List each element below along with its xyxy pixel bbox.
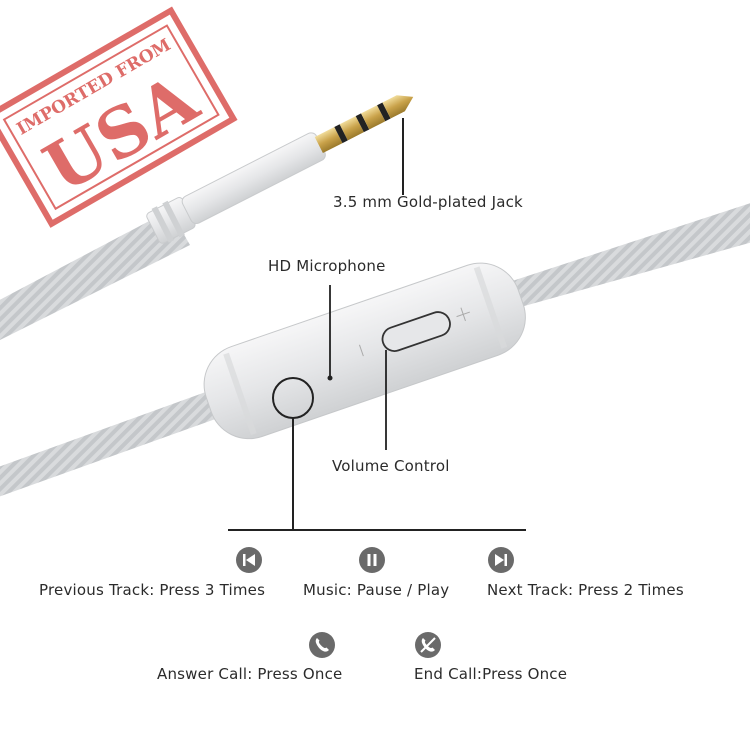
next-track-icon — [488, 547, 514, 573]
braided-cable-upper — [0, 210, 190, 340]
end-call-icon — [415, 632, 441, 658]
previous-track-icon — [236, 547, 262, 573]
pause-icon — [359, 547, 385, 573]
volume-label: Volume Control — [332, 457, 450, 475]
jack-label: 3.5 mm Gold-plated Jack — [333, 193, 523, 211]
answer-call-label: Answer Call: Press Once — [157, 665, 343, 683]
jack-plug — [146, 95, 414, 244]
music-label: Music: Pause / Play — [303, 581, 450, 599]
phone-icon — [309, 632, 335, 658]
inline-remote — [203, 262, 526, 440]
next-track-label: Next Track: Press 2 Times — [487, 581, 684, 599]
previous-track-label: Previous Track: Press 3 Times — [39, 581, 266, 599]
microphone-label: HD Microphone — [268, 257, 386, 275]
end-call-label: End Call:Press Once — [414, 665, 568, 683]
braided-cable-lower — [0, 203, 750, 497]
